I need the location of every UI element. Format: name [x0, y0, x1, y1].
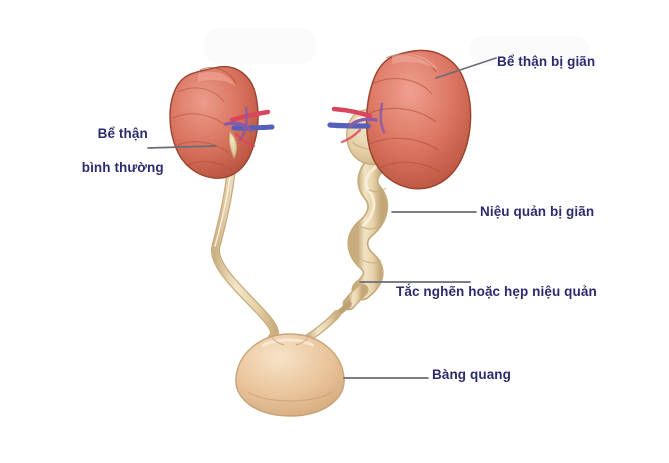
label-dilated-ureter: Niệu quản bị giãn	[480, 204, 595, 219]
right-renal-vein	[327, 122, 371, 129]
leader-line-pelvis-dilated	[435, 57, 497, 79]
left-kidney	[169, 66, 259, 179]
left-renal-vessels	[224, 106, 275, 160]
label-normal-renal-pelvis-line2: bình thường	[81, 160, 164, 175]
bladder	[235, 333, 345, 417]
left-renal-pelvis	[228, 131, 238, 160]
left-hilum-vessel	[224, 121, 252, 132]
label-normal-renal-pelvis-line1: Bể thận	[97, 126, 148, 141]
background-watermark-left	[205, 28, 315, 64]
label-bladder: Bàng quang	[432, 367, 511, 382]
right-renal-vessels	[327, 102, 386, 144]
right-kidney	[365, 49, 472, 190]
leader-line-pelvis-normal	[147, 145, 217, 149]
right-hilum-vessel	[348, 117, 378, 128]
label-normal-renal-pelvis: Bể thận bình thường	[55, 108, 175, 193]
left-renal-vein	[231, 124, 275, 131]
background-watermark-right	[470, 36, 590, 66]
right-ureter-dilated	[347, 149, 392, 301]
left-renal-artery	[229, 109, 271, 123]
right-renal-artery	[331, 106, 373, 119]
label-dilated-renal-pelvis: Bể thận bị giãn	[497, 54, 596, 69]
label-ureter-obstruction: Tắc nghẽn hoặc hẹp niệu quản	[396, 284, 597, 299]
right-distal-ureter	[305, 311, 340, 341]
